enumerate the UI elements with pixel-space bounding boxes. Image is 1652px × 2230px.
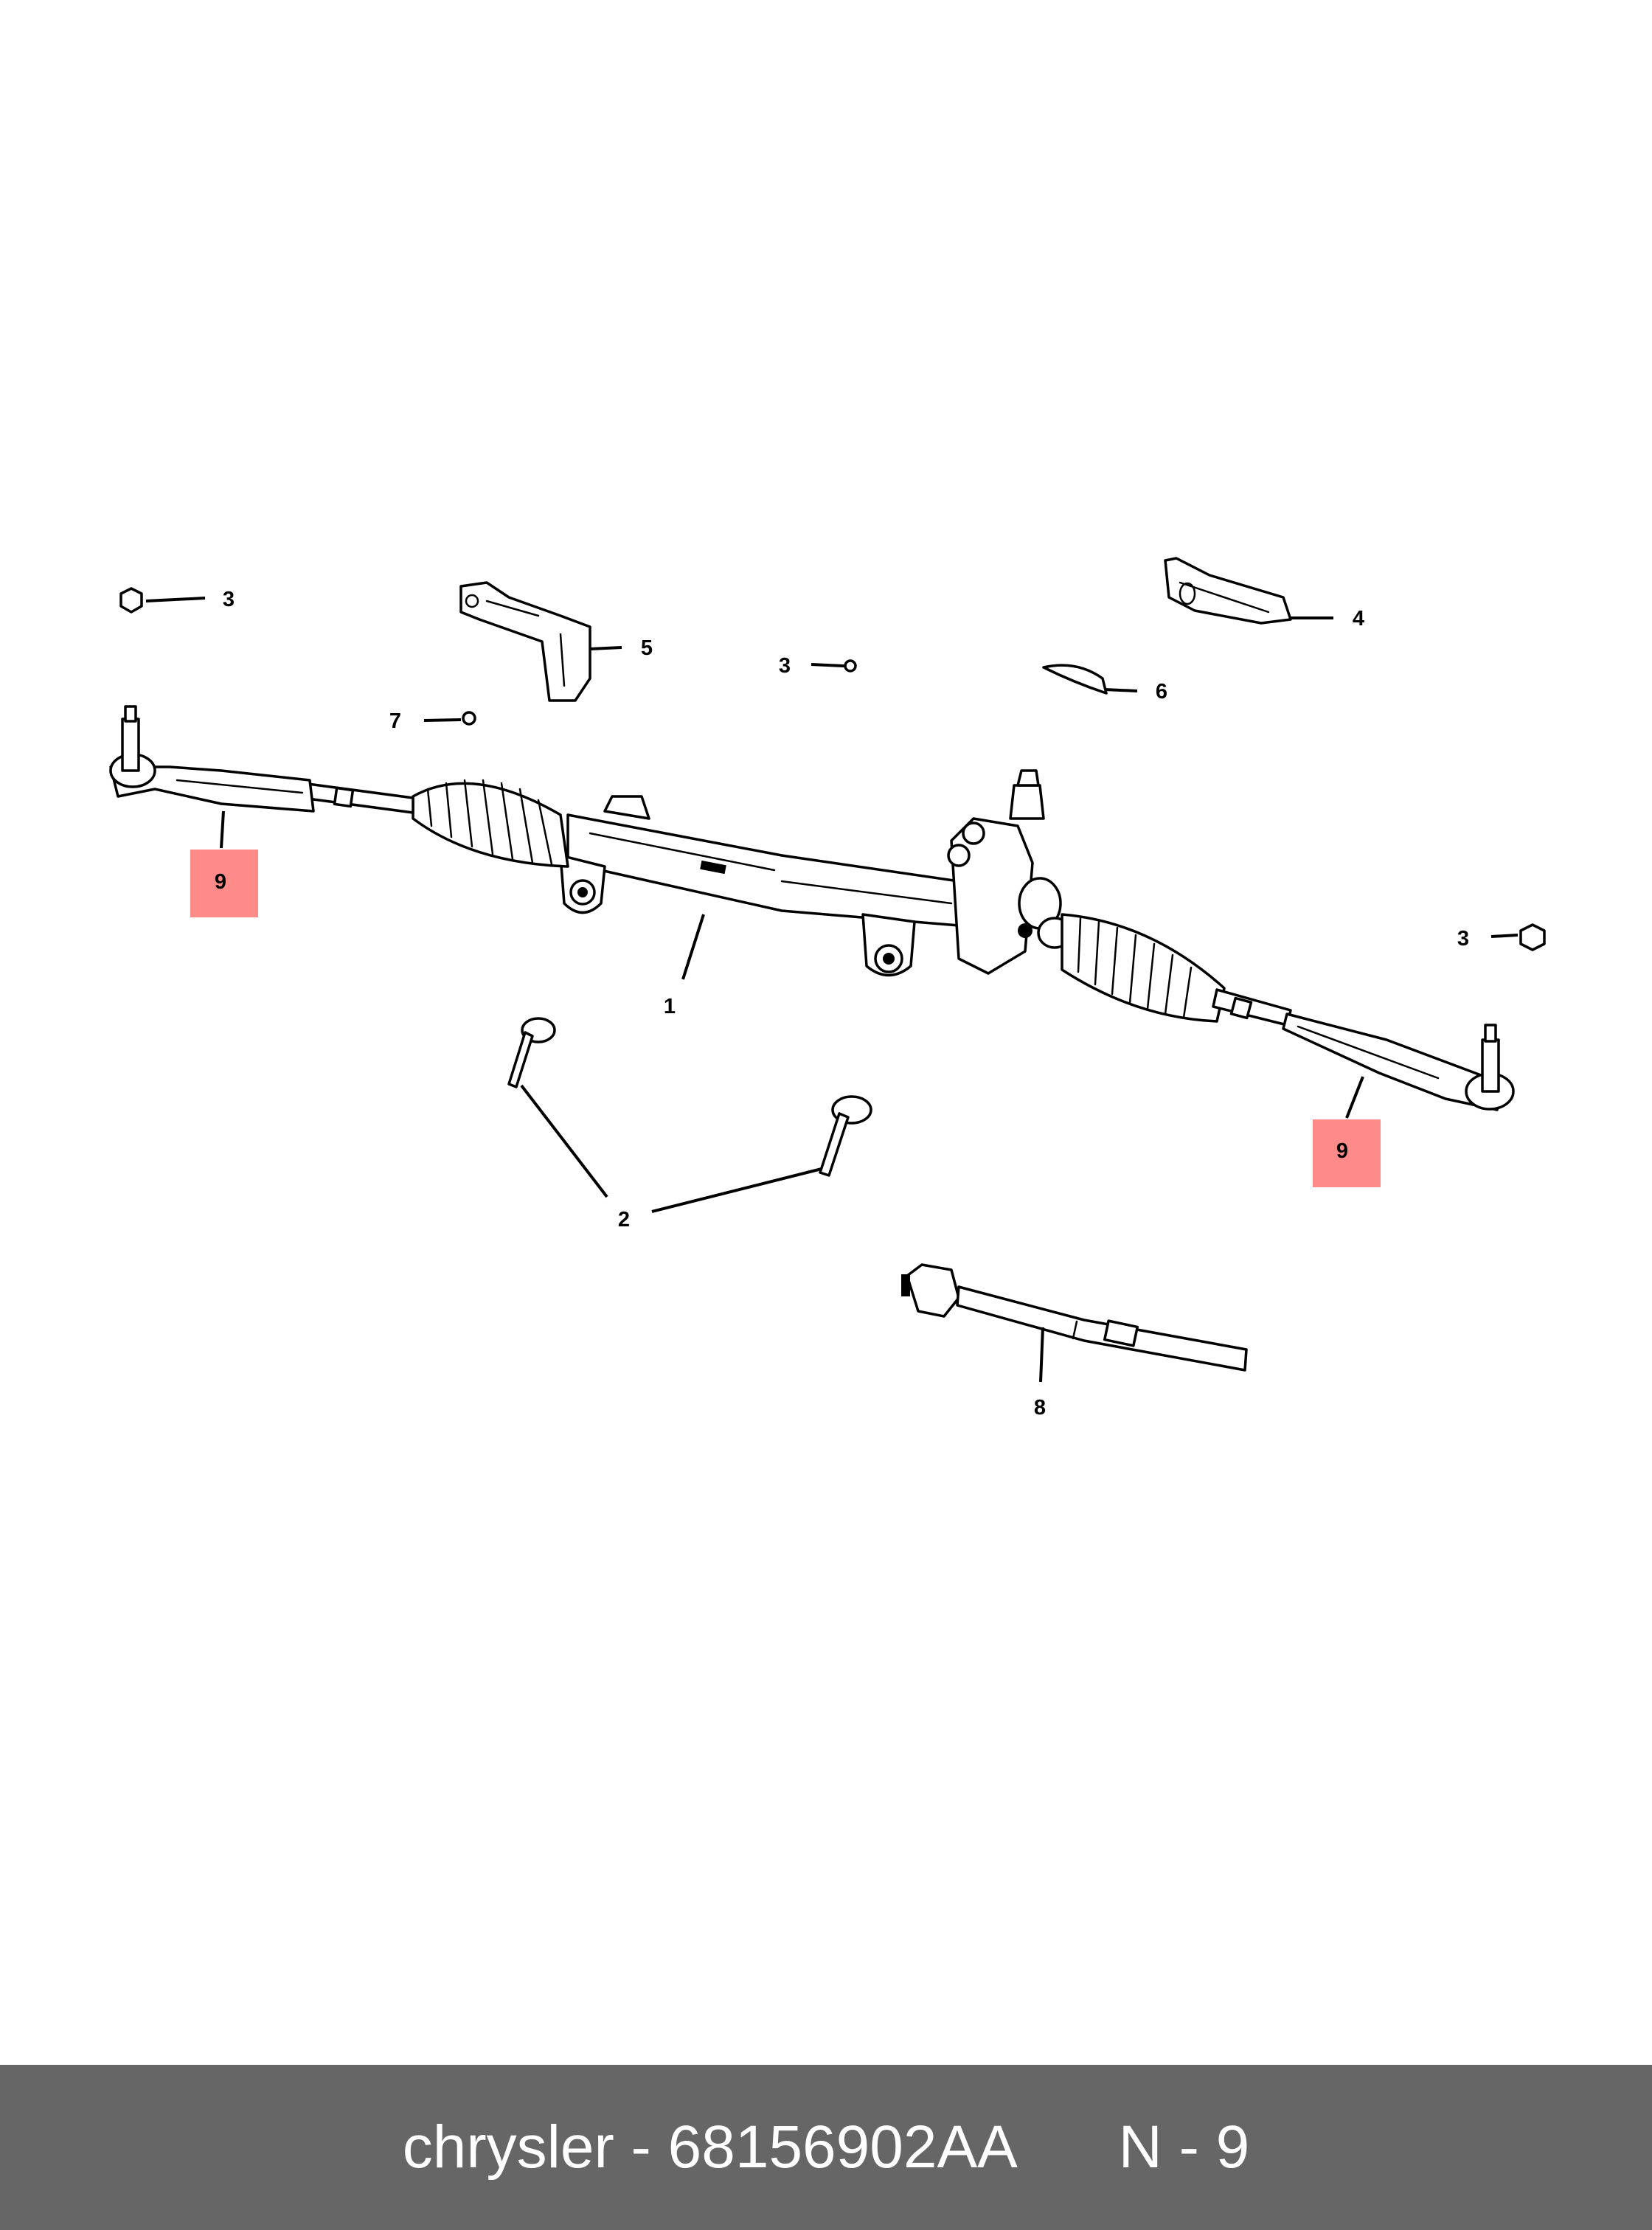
left-bellows-boot <box>412 779 569 868</box>
left-inner-tie-rod-shaft <box>301 782 414 814</box>
callout-2: 2 <box>618 1208 630 1232</box>
callout-8: 8 <box>1034 1396 1046 1420</box>
heat-shield-6 <box>1042 664 1108 695</box>
steering-rack-diagram: 1 2 3 3 3 4 5 6 7 8 9 9 <box>109 557 1546 1420</box>
footer-part-number: chrysler - 68156902AA <box>402 2113 1018 2181</box>
mounting-bolt-2-left <box>507 1017 556 1088</box>
nut-3-middle <box>844 659 857 673</box>
leader-lines <box>145 597 1519 1383</box>
callout-7: 7 <box>389 709 401 733</box>
callout-5: 5 <box>641 636 653 660</box>
highlight-box-right <box>1313 1119 1381 1187</box>
outer-tie-rod-end-right <box>1282 1012 1515 1111</box>
callout-3-top-left: 3 <box>223 588 235 611</box>
right-inner-tie-rod-shaft <box>1212 988 1292 1027</box>
outer-tie-rod-end-left <box>109 705 315 813</box>
callout-6: 6 <box>1156 680 1167 704</box>
footer-callout-ref: N - 9 <box>1118 2113 1250 2181</box>
callout-9-right: 9 <box>1336 1139 1348 1163</box>
callout-9-left: 9 <box>215 870 226 894</box>
inner-tie-rod-8 <box>901 1263 1248 1372</box>
callout-3-right: 3 <box>1457 927 1469 951</box>
nut-3-right <box>1519 923 1546 951</box>
nut-7 <box>462 711 476 726</box>
footer-caption-bar: chrysler - 68156902AA N - 9 <box>0 2065 1652 2230</box>
right-bellows-boot <box>1061 913 1226 1023</box>
callout-1: 1 <box>664 995 676 1018</box>
steering-rack-housing <box>559 769 1072 977</box>
mounting-bolt-2-right <box>819 1095 872 1177</box>
mounting-bracket-4 <box>1164 557 1292 625</box>
callout-4: 4 <box>1353 607 1364 631</box>
highlight-box-left <box>190 850 258 917</box>
callout-3-middle: 3 <box>779 654 791 678</box>
nut-3-top-left <box>119 587 143 614</box>
mounting-bracket-5 <box>459 581 591 702</box>
